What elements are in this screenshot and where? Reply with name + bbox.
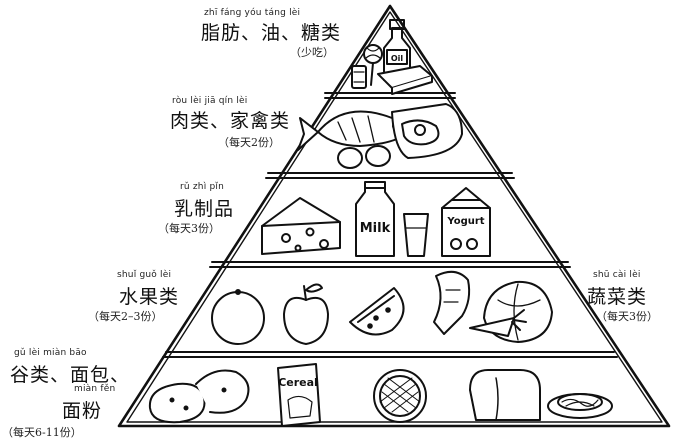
divider-4 bbox=[162, 351, 618, 358]
tier-veg-pinyin: shū cài lèi bbox=[593, 270, 641, 280]
tier-fruit-pinyin: shuǐ guǒ lèi bbox=[117, 270, 172, 280]
tier-fruit-name: 水果类 bbox=[119, 286, 180, 308]
oil-bottle-icon: Oil bbox=[383, 19, 411, 81]
butter-icon bbox=[377, 65, 433, 95]
divider-3 bbox=[209, 261, 571, 268]
divider-1 bbox=[324, 92, 456, 99]
milk-text: Milk bbox=[360, 221, 391, 236]
tier-meat-name: 肉类、家禽类 bbox=[170, 110, 291, 132]
tier-dairy-name: 乳制品 bbox=[174, 198, 235, 220]
steak-icon bbox=[391, 103, 463, 159]
potato-icon bbox=[148, 369, 250, 424]
pasta-icon bbox=[547, 393, 613, 419]
tier-grains-pinyin: gǔ lèi miàn bāo bbox=[14, 348, 87, 358]
oil-text: Oil bbox=[391, 54, 404, 63]
tier-dairy-serving: （每天3份） bbox=[158, 222, 220, 235]
tier-fats-name: 脂肪、油、糖类 bbox=[201, 22, 342, 44]
candy-icon bbox=[363, 44, 383, 86]
soda-can-icon bbox=[351, 65, 367, 89]
tier-grains-pinyin-2: miàn fěn bbox=[74, 384, 116, 394]
yogurt-text: Yogurt bbox=[446, 216, 484, 227]
yogurt-carton-icon: Yogurt bbox=[441, 187, 491, 257]
tier-fats-serving: （少吃） bbox=[290, 46, 334, 59]
watermelon-icon bbox=[349, 287, 405, 336]
cereal-text: Cereal bbox=[278, 376, 318, 389]
tier-fruit-serving: （每天2–3份） bbox=[88, 310, 163, 323]
tier-fats-pinyin: zhī fáng yóu táng lèi bbox=[204, 8, 301, 18]
tier-meat-pinyin: ròu lèi jiā qín lèi bbox=[172, 96, 248, 106]
waffle-icon bbox=[373, 369, 427, 423]
tier-meat-serving: （每天2份） bbox=[218, 136, 280, 149]
corn-icon bbox=[433, 270, 471, 335]
tier-veg-serving: （每天3份） bbox=[596, 310, 658, 323]
carrot-icon bbox=[469, 309, 527, 337]
tier-grains-serving: （每天6-11份） bbox=[2, 426, 82, 439]
pyramid-outline bbox=[117, 4, 671, 428]
tier-grains-name-2: 面粉 bbox=[62, 400, 103, 422]
cheese-icon bbox=[261, 197, 341, 255]
tier-dairy-pinyin: rǔ zhì pǐn bbox=[180, 182, 224, 192]
tier-veg-name: 蔬菜类 bbox=[587, 286, 648, 308]
milk-bottle-icon: Milk bbox=[355, 181, 395, 257]
tier-grains-name: 谷类、面包、 bbox=[10, 364, 131, 386]
glass-icon bbox=[403, 213, 429, 257]
divider-2 bbox=[265, 172, 515, 179]
apple-icon bbox=[283, 283, 329, 345]
eggs-icon bbox=[337, 145, 391, 169]
orange-icon bbox=[211, 289, 265, 345]
cereal-box-icon: Cereal bbox=[277, 363, 321, 427]
bread-icon bbox=[469, 369, 541, 421]
